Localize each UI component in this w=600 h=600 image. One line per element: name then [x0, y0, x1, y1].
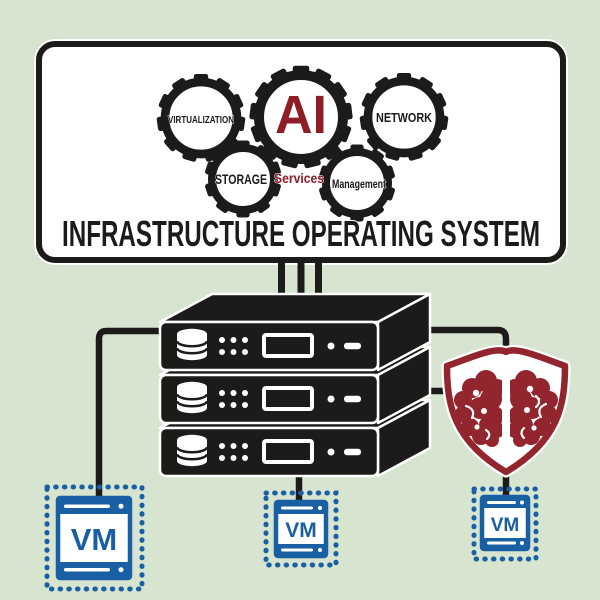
ai-brain-icon	[454, 368, 558, 448]
display-panel	[262, 386, 314, 411]
power-led	[327, 342, 335, 350]
management-gear-icon: Management	[319, 144, 395, 222]
vm-chip-right: VM	[471, 486, 539, 562]
brain-center-gap	[502, 368, 510, 448]
wire-server-to-shield-top	[424, 326, 510, 354]
chip-pins	[44, 484, 145, 592]
chip-top-dot	[520, 500, 524, 505]
chip-bottom-dot	[118, 567, 124, 573]
vm-chip-left: VM	[44, 484, 145, 592]
network-gear-icon: NETWORK	[359, 72, 449, 161]
vm-label: VM	[71, 522, 118, 557]
led-dots	[219, 390, 248, 408]
chip-pins	[263, 490, 339, 568]
vm-label: VM	[491, 515, 520, 536]
ai-gear-label: AI	[275, 85, 327, 145]
storage-gear-icon: STORAGE	[205, 140, 281, 218]
brain-texture	[464, 385, 548, 441]
chip-top-line	[281, 506, 313, 510]
os-box-title: INFRASTRUCTURE OPERATING SYSTEM	[62, 213, 540, 254]
vm-label: VM	[285, 519, 317, 542]
database-icon	[175, 434, 209, 467]
database-icon	[175, 381, 209, 414]
chip-top-dot	[318, 506, 322, 510]
drive-slot	[344, 448, 361, 456]
server-stack	[158, 292, 432, 478]
led-dots	[219, 443, 248, 461]
drive-slot	[344, 342, 361, 350]
server-unit-top	[158, 292, 432, 372]
virtualization-gear-icon: VIRTUALIZATION	[156, 73, 246, 162]
chip-top-dot	[118, 503, 124, 509]
power-led	[327, 395, 335, 403]
power-led	[327, 448, 335, 456]
chip-top-line	[487, 501, 516, 504]
chip-bottom-line	[64, 568, 110, 572]
drive-slot	[344, 395, 361, 403]
chip-bottom-dot	[520, 541, 524, 545]
display-panel	[262, 333, 314, 358]
led-dots	[219, 337, 248, 355]
services-label: Services	[274, 170, 324, 186]
virtualization-gear-label: VIRTUALIZATION	[168, 114, 234, 126]
os-box: AI VIRTUALIZATION NETWORK STORAGE Manage…	[34, 39, 568, 265]
security-shield-icon	[441, 344, 571, 478]
chip-top-line	[64, 504, 110, 508]
ai-gear-icon: AI	[249, 65, 353, 169]
display-panel	[262, 439, 314, 464]
management-gear-label: Management	[332, 179, 386, 191]
database-icon	[175, 328, 209, 361]
network-gear-label: NETWORK	[376, 110, 432, 125]
chip-bottom-dot	[318, 548, 322, 552]
vm-chip-middle: VM	[263, 490, 339, 568]
wire-server-to-left-vm	[95, 327, 163, 500]
chip-pins	[471, 486, 539, 562]
chip-bottom-line	[487, 541, 516, 545]
chip-bottom-line	[281, 548, 313, 552]
storage-gear-label: STORAGE	[215, 171, 267, 187]
